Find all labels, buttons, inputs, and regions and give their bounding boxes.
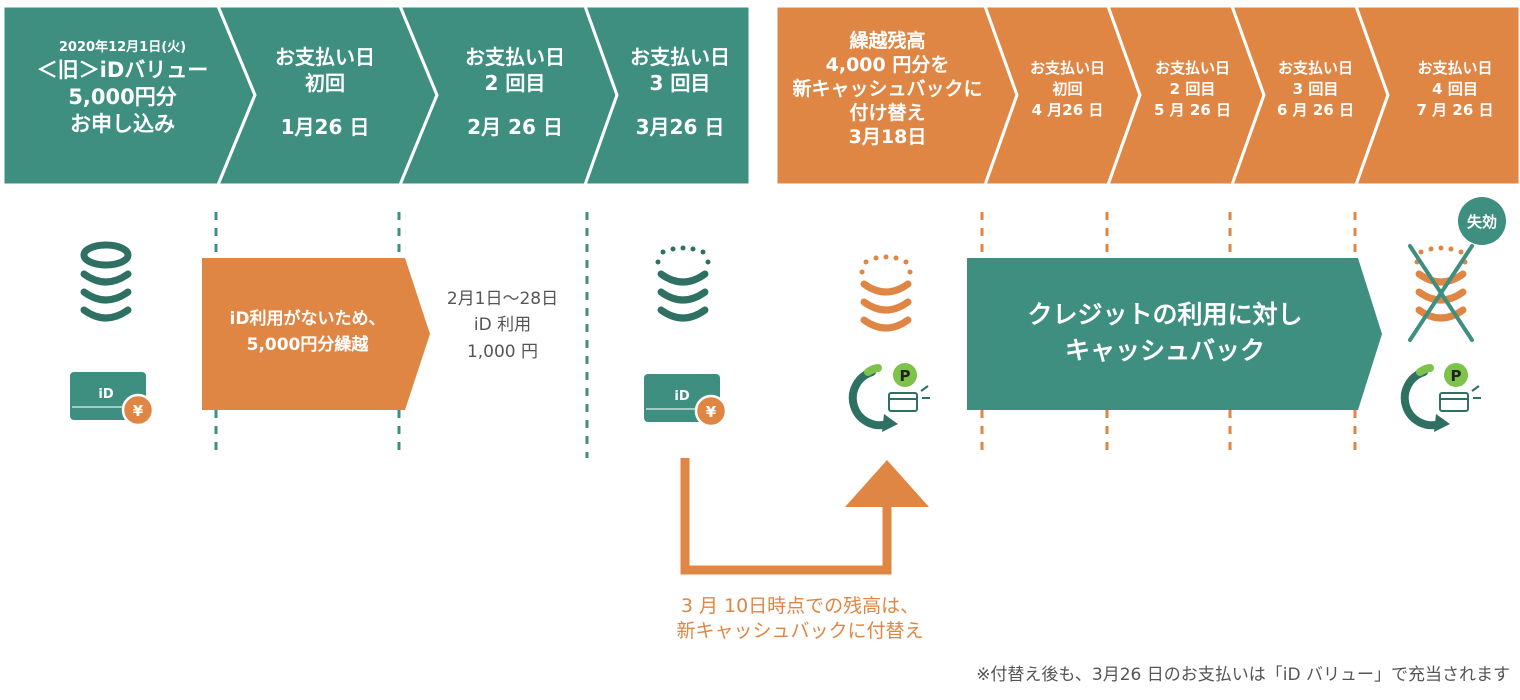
p-symbol: P <box>900 367 911 385</box>
yen-coin-icon: ¥ <box>121 393 155 427</box>
carryover-text: iD利用がないため、 5,000円分繰越 <box>229 309 386 356</box>
step-old-1-label: 2020年12月1日(火) ＜旧＞iDバリュー 5,000円分 お申し込み <box>36 40 209 137</box>
step-new-2-label: お支払い日 初回 4 月26 日 <box>1029 59 1105 119</box>
coin-stack-orange-icon <box>859 254 913 332</box>
usage-note: 2月1日～28日 iD 利用 1,000 円 <box>446 289 559 362</box>
transfer-note: 3 月 10日時点での残高は、 新キャッシュバックに付替え <box>676 595 924 642</box>
yen-symbol: ¥ <box>133 402 144 420</box>
step-old-2-label: お支払い日 初回 1月26 日 <box>275 45 375 139</box>
coin-stack-expired-icon <box>1408 244 1474 342</box>
step-new-5-label: お支払い日 4 回目 7 月 26 日 <box>1416 59 1494 119</box>
carryover-arrow-box <box>202 258 430 410</box>
dashed-guides-orange <box>980 212 1357 458</box>
step-old-4-label: お支払い日 3 回目 3月26 日 <box>630 45 730 139</box>
yen-coin-icon: ¥ <box>694 394 728 428</box>
step-new-4-label: お支払い日 3 回目 6 月 26 日 <box>1277 59 1354 119</box>
card-label: iD <box>674 389 689 404</box>
coin-stack-partial-icon <box>655 245 711 322</box>
card-label: iD <box>98 387 113 402</box>
step-new-5-chevron <box>1353 4 1520 187</box>
coin-stack-icon <box>80 241 132 322</box>
transfer-arrow <box>680 458 929 575</box>
cashback-point-icon: P <box>848 361 930 432</box>
step-old-3-label: お支払い日 2 回目 2月 26 日 <box>465 45 565 139</box>
footnote: ※付替え後も、3月26 日のお支払いは「iD バリュー」で充当されます <box>976 665 1510 685</box>
cashback-text: クレジットの利用に対し キャッシュバック <box>1027 300 1303 366</box>
expired-badge-label: 失効 <box>1467 213 1497 231</box>
p-symbol: P <box>1451 367 1462 385</box>
dashed-guides-teal <box>214 212 589 458</box>
step-new-3-label: お支払い日 2 回目 5 月 26 日 <box>1154 59 1231 119</box>
step-new-1-label: 繰越残高 4,000 円分を 新キャッシュバックに 付け替え 3月18日 <box>792 30 983 148</box>
expired-badge: 失効 <box>1458 197 1506 245</box>
cashback-point-icon: P <box>1400 361 1481 432</box>
step-old-4-chevron <box>582 4 752 187</box>
cashback-arrow-box <box>967 258 1382 410</box>
yen-symbol: ¥ <box>706 403 717 421</box>
